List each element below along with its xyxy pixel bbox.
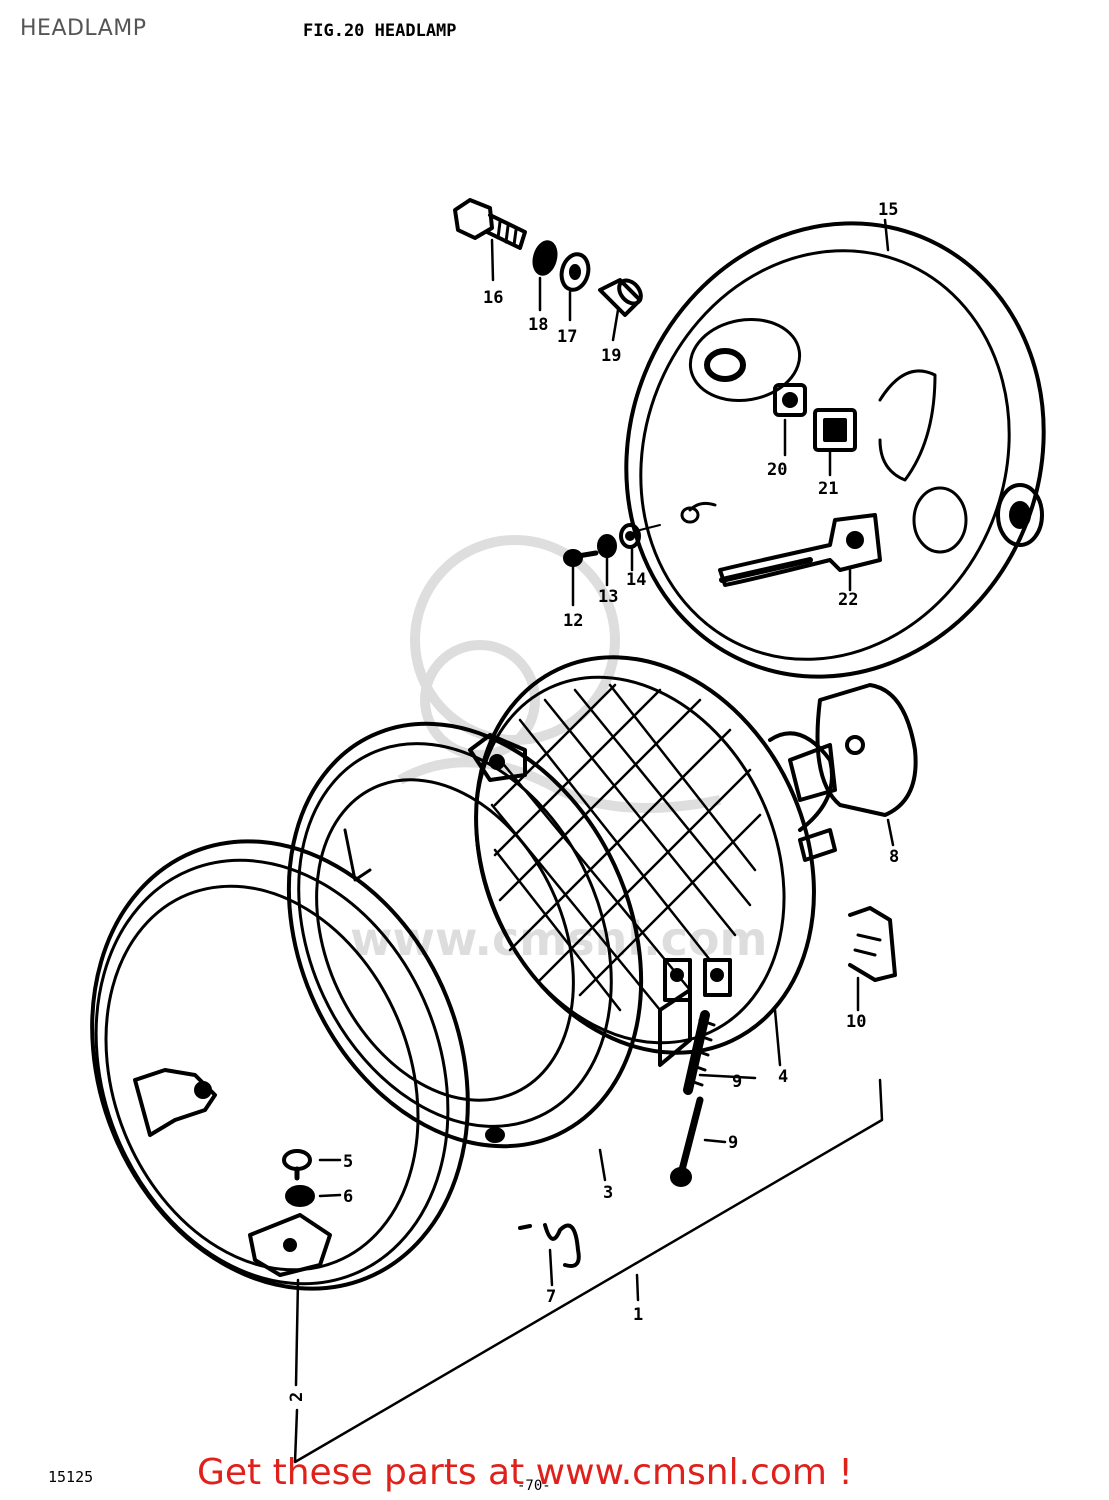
- callout-8: 8: [889, 847, 899, 867]
- callout-10: 9: [732, 1072, 742, 1092]
- watermark-text: www.cmsnl.com: [350, 912, 767, 966]
- callout-16: 15: [878, 200, 898, 220]
- washer-6: [285, 1185, 315, 1207]
- bracket-23: [718, 513, 882, 587]
- callout-5: 5: [343, 1152, 353, 1172]
- callout-13: 12: [563, 611, 583, 631]
- headlamp-unit: [474, 655, 834, 1055]
- callout-7: 7: [546, 1287, 556, 1307]
- figure-header: FIG.20 HEADLAMP: [303, 21, 457, 41]
- callout-18: 17: [557, 327, 577, 347]
- spring-10: [683, 1010, 716, 1095]
- screw-13: [563, 549, 599, 567]
- callout-3: 3: [603, 1183, 613, 1203]
- lock-washer-19: [532, 240, 558, 276]
- nut-15: [619, 523, 661, 549]
- screw-9: [670, 1096, 704, 1187]
- spring-7: [518, 1223, 581, 1268]
- callout-12: 10: [846, 1012, 866, 1032]
- callout-15: 14: [626, 570, 646, 590]
- headlamp-rim-2: [90, 839, 470, 1291]
- page-number: -70-: [517, 1478, 551, 1494]
- grommet-21: [773, 383, 807, 417]
- bolt-17: [453, 198, 527, 250]
- callout-21: 20: [767, 460, 787, 480]
- mounting-ring-3: [286, 721, 644, 1149]
- page-code: 15125: [48, 1468, 94, 1486]
- screw-5: [282, 1149, 312, 1181]
- callout-6: 6: [343, 1187, 353, 1207]
- leader-lines: [293, 218, 895, 1464]
- callout-labels: 15 16 18 17 19 20 21 22 12 13 14 8 10 4 …: [287, 200, 899, 1402]
- page-title: HEADLAMP: [20, 16, 147, 41]
- washer-18: [559, 252, 591, 292]
- callout-22: 21: [818, 479, 838, 499]
- callout-1: 1: [633, 1305, 643, 1325]
- bulb-socket-8: [788, 683, 918, 862]
- washer-14: [597, 534, 617, 558]
- callout-19: 18: [528, 315, 548, 335]
- socket-22: [813, 408, 857, 452]
- callout-14: 13: [598, 587, 618, 607]
- clip-12: [848, 906, 897, 982]
- callout-4: 4: [778, 1067, 788, 1087]
- callout-20: 19: [601, 346, 621, 366]
- callout-23: 22: [838, 590, 858, 610]
- lens-grid: [490, 683, 762, 1012]
- callout-2: 2: [287, 1392, 307, 1402]
- callout-9: 9: [728, 1133, 738, 1153]
- headlamp-housing: [624, 221, 1046, 679]
- collar-20: [598, 278, 643, 317]
- callout-17: 16: [483, 288, 503, 308]
- promo-link[interactable]: Get these parts at www.cmsnl.com !: [197, 1452, 853, 1493]
- adjuster-tabs: [658, 958, 732, 1067]
